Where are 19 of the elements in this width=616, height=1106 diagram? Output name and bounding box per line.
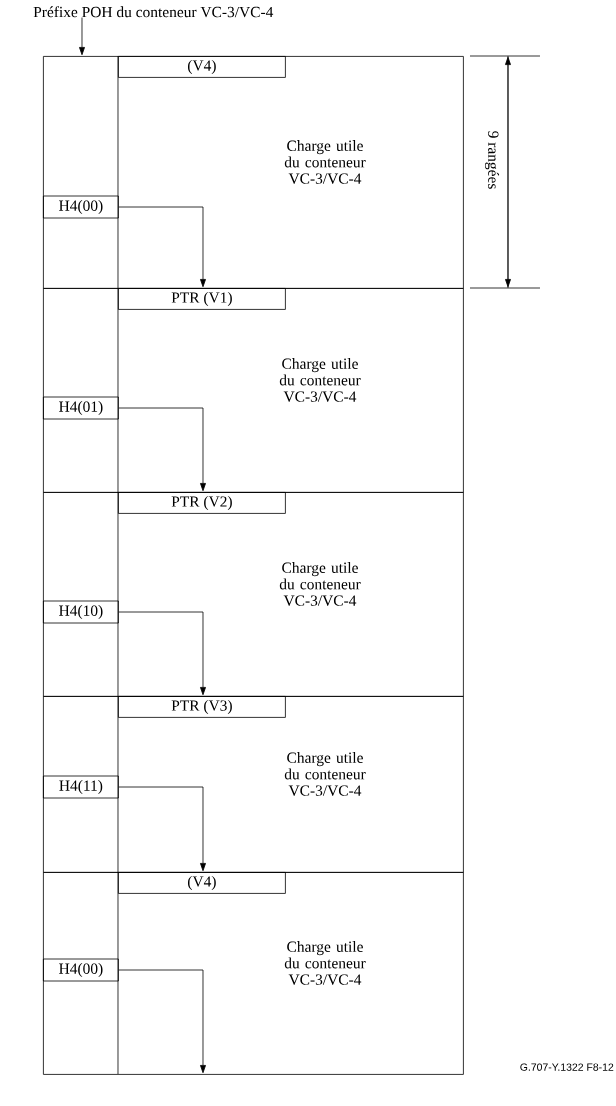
pointer-box: (V4) — [118, 872, 286, 894]
pointer-box: PTR (V1) — [118, 288, 286, 310]
h4-box: H4(00) — [43, 195, 119, 219]
pointer-box: PTR (V3) — [118, 696, 286, 718]
arrow — [118, 206, 206, 288]
arrow — [118, 969, 206, 1074]
arrow — [118, 786, 206, 872]
h4-box: H4(10) — [43, 600, 119, 624]
title-text: Préfixe POH du conteneur VC-3/VC-4 — [33, 6, 274, 18]
h4-box: H4(01) — [43, 396, 119, 420]
arrow — [118, 611, 206, 696]
dimension-label: 9 rangées — [483, 129, 501, 191]
pointer-box: (V4) — [118, 56, 286, 78]
arrow — [118, 407, 206, 492]
arrow — [79, 17, 85, 56]
pointer-box: PTR (V2) — [118, 492, 286, 514]
figure-code: G.707-Y.1322 F8-12 — [520, 1063, 614, 1071]
h4-box: H4(00) — [43, 958, 119, 982]
h4-box: H4(11) — [43, 775, 119, 799]
